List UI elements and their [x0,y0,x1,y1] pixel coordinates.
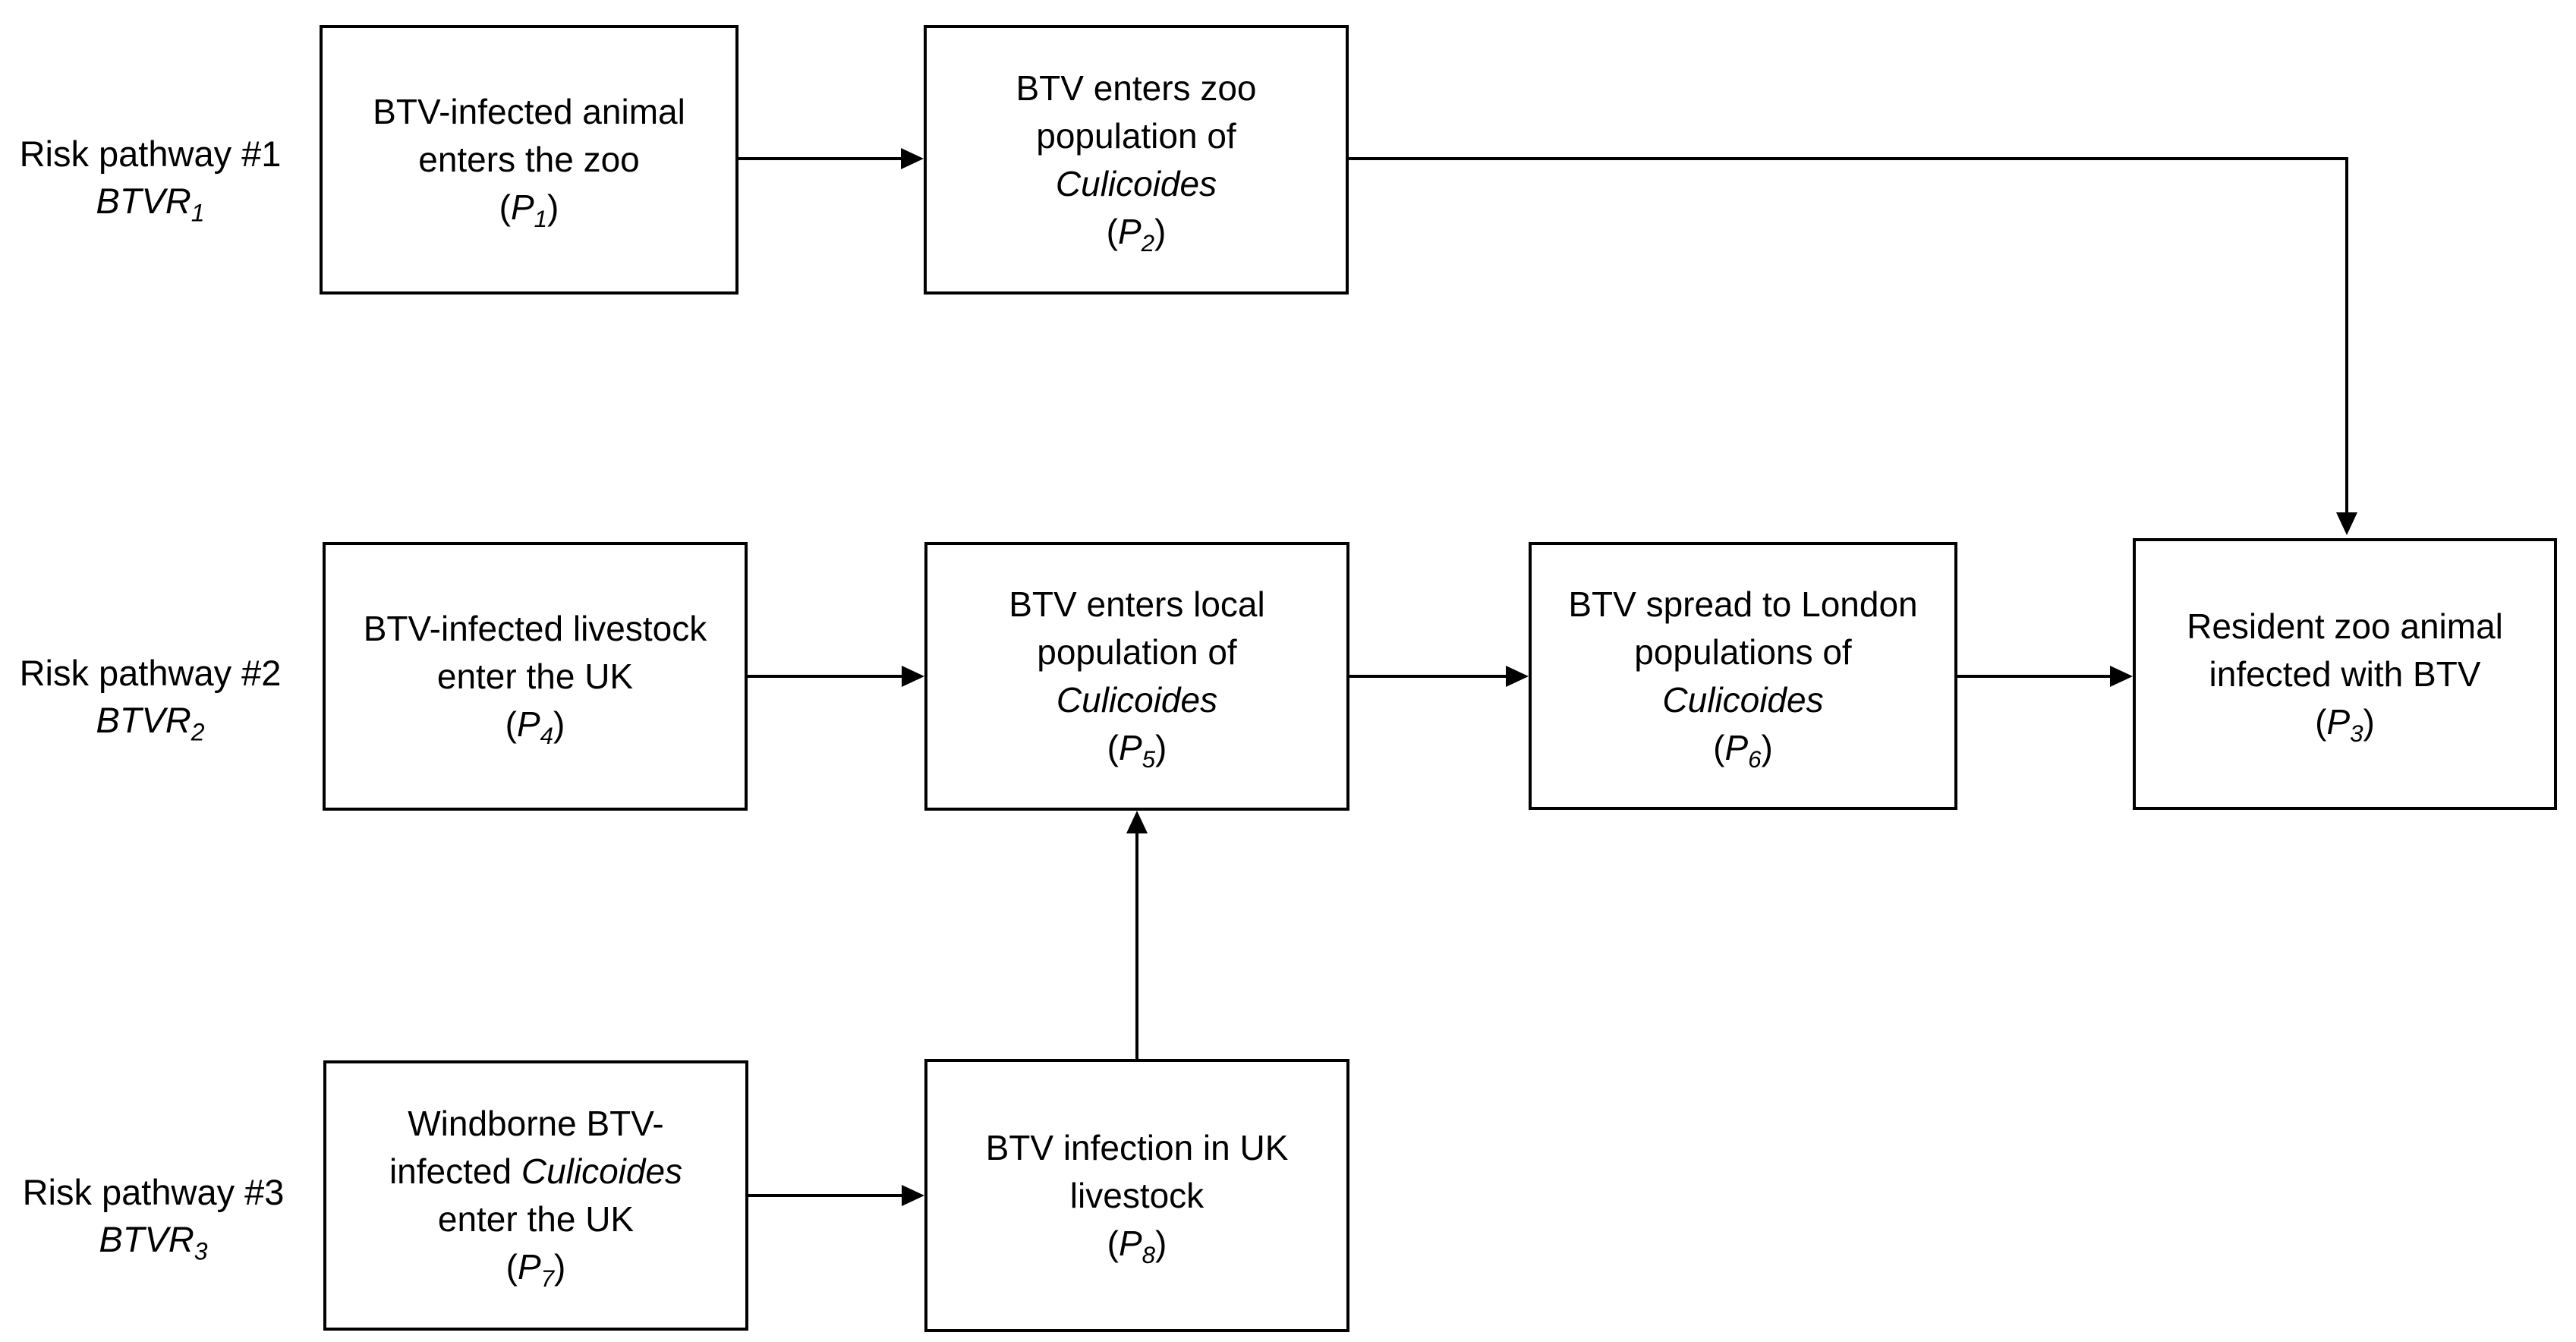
node-p6-plabel: (P6) [1713,727,1773,773]
node-p1-line1: BTV-infected animal [373,92,685,131]
node-p3-line2: infected with BTV [2209,654,2481,694]
arrow-p4-to-p5-head [902,666,924,687]
node-p8-line1: BTV infection in UK [985,1127,1289,1167]
node-p2: BTV enters zoo population of Culicoides … [924,25,1349,295]
node-p5-plabel: (P5) [1107,728,1167,773]
node-p5-line1: BTV enters local [1009,584,1265,624]
arrow-p8-to-p5-head [1126,811,1148,833]
node-p4-plabel: (P4) [505,704,565,749]
node-p7-line2: infected Culicoides [389,1151,683,1191]
arrow-p2-to-p3-vline [2345,157,2348,512]
node-p7: Windborne BTV- infected Culicoides enter… [323,1060,748,1331]
node-p7-plabel: (P7) [505,1247,566,1293]
node-p4: BTV-infected livestock enter the UK (P4) [323,542,748,811]
node-p8: BTV infection in UK livestock (P8) [924,1059,1349,1332]
arrow-p4-to-p5-line [748,675,905,678]
arrow-p7-to-p8-line [748,1194,905,1197]
pathway-label-1-title: Risk pathway #1 [19,134,282,174]
arrow-p8-to-p5-line [1135,832,1138,1059]
node-p2-line2: population of [1036,115,1236,156]
arrow-p6-to-p3-line [1957,675,2114,678]
node-p6: BTV spread to London populations of Culi… [1529,542,1957,810]
arrow-p5-to-p6-head [1506,666,1529,687]
node-p2-line3: Culicoides [1055,163,1217,203]
node-p6-line3: Culicoides [1662,679,1824,720]
pathway-label-3-title: Risk pathway #3 [22,1172,285,1212]
node-p5-line2: population of [1037,632,1237,672]
node-p3-line1: Resident zoo animal [2187,606,2503,646]
arrow-p2-to-p3-hline [1349,157,2348,160]
node-p5: BTV enters local population of Culicoide… [924,542,1349,811]
node-p1-plabel: (P1) [499,187,559,233]
pathway-label-3: Risk pathway #3 BTVR3 [3,1169,304,1263]
arrow-p5-to-p6-line [1349,675,1510,678]
arrow-p1-to-p2-line [738,157,905,160]
arrow-p6-to-p3-head [2110,666,2133,687]
pathway-label-1-symbol: BTVR1 [96,181,205,227]
node-p7-line3: enter the UK [437,1199,635,1239]
node-p3: Resident zoo animal infected with BTV (P… [2133,538,2557,810]
pathway-label-1: Risk pathway #1 BTVR1 [0,131,301,225]
pathway-label-2-title: Risk pathway #2 [19,653,282,693]
node-p1: BTV-infected animal enters the zoo (P1) [320,25,738,295]
pathway-label-2: Risk pathway #2 BTVR2 [0,650,301,744]
arrow-p7-to-p8-head [902,1185,924,1206]
pathway-label-3-symbol: BTVR3 [99,1219,208,1265]
pathway-label-2-symbol: BTVR2 [96,700,205,746]
node-p5-line3: Culicoides [1056,680,1218,720]
arrow-p2-to-p3-head [2336,512,2357,535]
node-p3-plabel: (P3) [2315,701,2375,747]
node-p4-line2: enter the UK [436,656,634,696]
node-p8-plabel: (P8) [1107,1223,1167,1268]
node-p4-line1: BTV-infected livestock [363,608,707,648]
node-p1-line2: enters the zoo [418,140,640,179]
node-p8-line2: livestock [1069,1175,1205,1215]
arrow-p1-to-p2-head [901,148,924,169]
node-p2-line1: BTV enters zoo [1016,68,1257,108]
node-p6-line1: BTV spread to London [1568,584,1918,624]
node-p6-line2: populations of [1634,632,1852,672]
node-p2-plabel: (P2) [1106,211,1167,257]
node-p7-line1: Windborne BTV- [408,1104,664,1143]
